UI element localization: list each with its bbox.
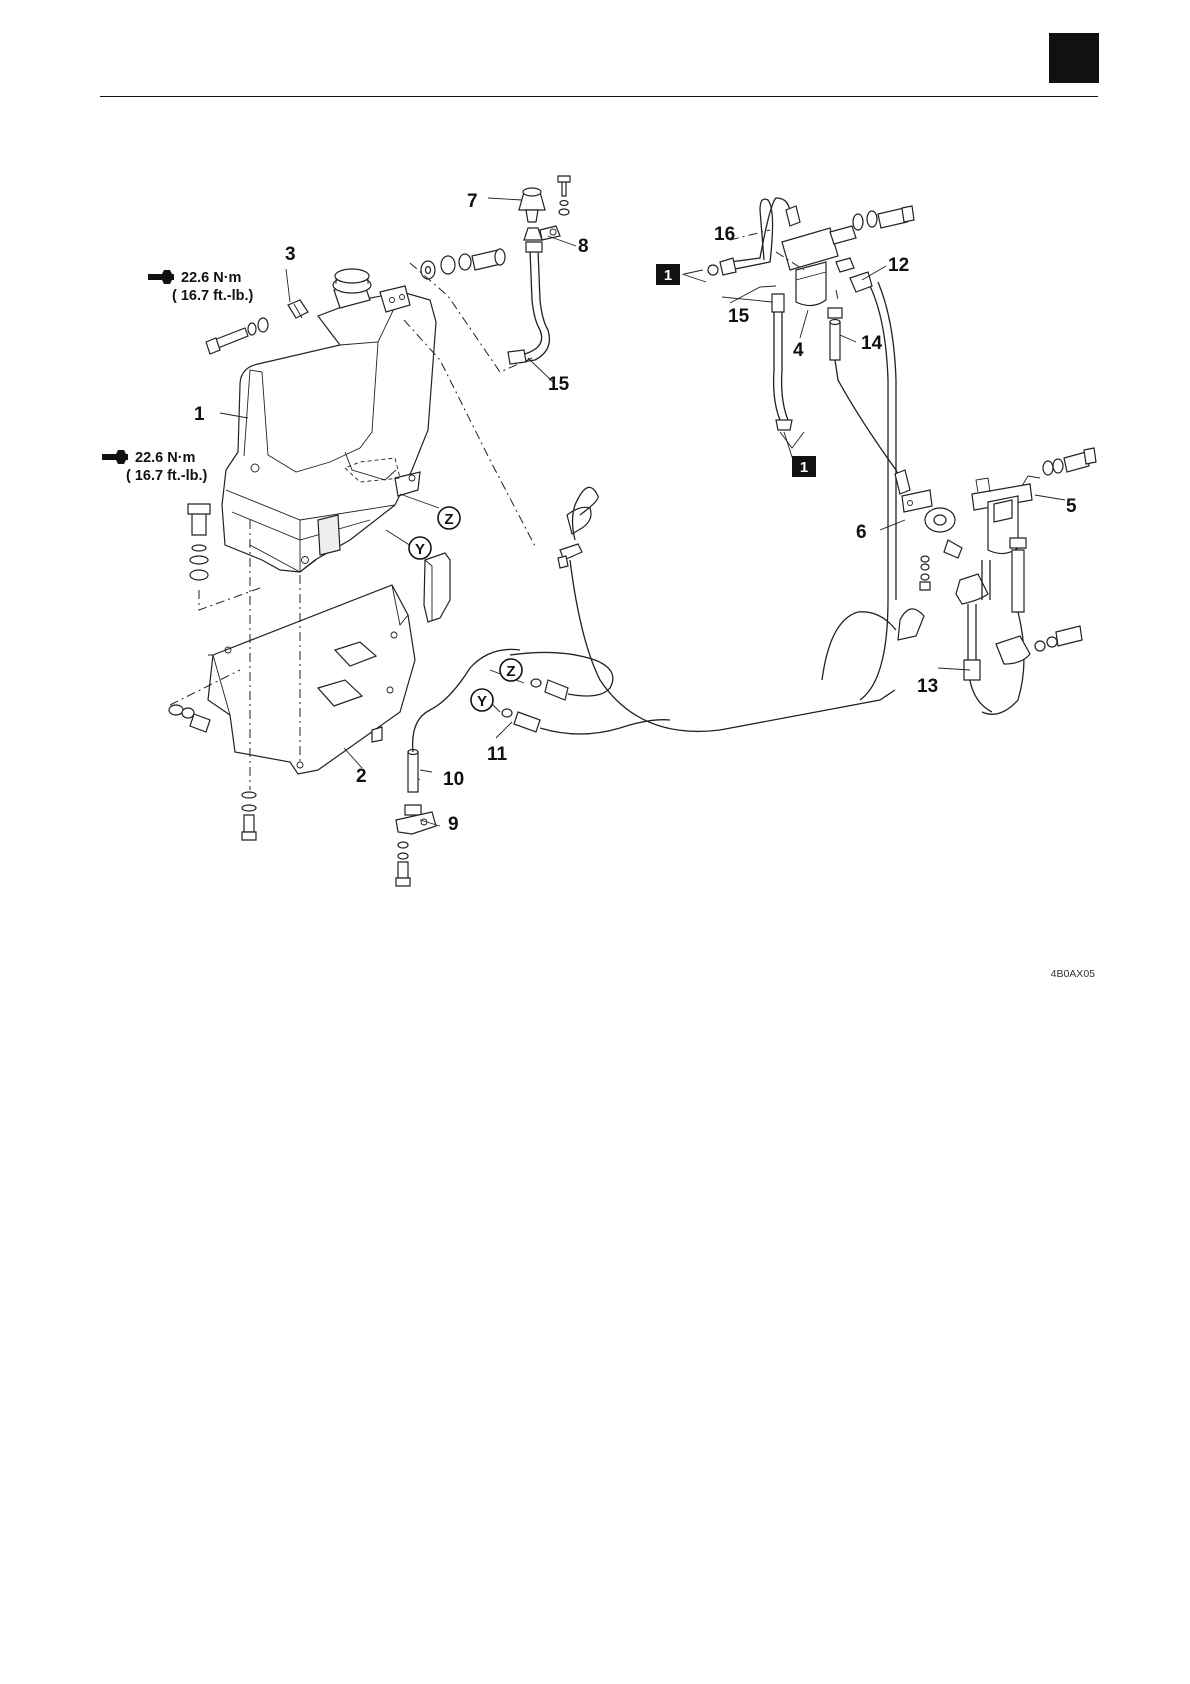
plate-bottom-bolt <box>242 792 256 840</box>
connector-z-lower <box>510 652 613 700</box>
torque-spec-lower: 22.6 N·m ( 16.7 ft.-lb.) <box>102 450 208 484</box>
callout-6: 6 <box>856 522 867 543</box>
callout-12: 12 <box>888 255 909 276</box>
fuel-tank <box>222 269 436 572</box>
svg-text:Z: Z <box>444 511 453 528</box>
svg-text:Z: Z <box>506 663 515 680</box>
hose-15-right <box>772 294 792 430</box>
wrench-icon <box>148 270 174 284</box>
tank-top-bolt-set <box>421 249 505 279</box>
tank-mounting-plate <box>208 585 415 774</box>
callout-8: 8 <box>578 236 589 257</box>
tank-bolt-stack <box>188 504 210 580</box>
callout-2: 2 <box>356 766 367 787</box>
fuel-filter-secondary <box>972 448 1096 554</box>
figure-code: 4B0AX05 <box>1051 968 1096 980</box>
callout-15-right: 15 <box>728 306 750 327</box>
callout-7: 7 <box>467 191 478 212</box>
marker-y-tank: Y <box>409 537 431 559</box>
callout-16: 16 <box>714 224 735 245</box>
callout-4: 4 <box>793 340 804 361</box>
bracket-bolt-set <box>206 300 308 354</box>
reference-boxes: 1 1 <box>656 264 816 477</box>
svg-text:1: 1 <box>664 267 672 284</box>
torque-imperial-lower: ( 16.7 ft.-lb.) <box>126 468 208 484</box>
marker-z-pipe: Z <box>500 659 522 681</box>
callout-11: 11 <box>487 744 508 765</box>
callout-9: 9 <box>448 814 459 835</box>
torque-metric-lower: 22.6 N·m <box>135 450 195 466</box>
svg-text:Y: Y <box>415 541 425 558</box>
connector-y-lower <box>502 709 670 734</box>
callout-15-left: 15 <box>548 374 570 395</box>
callout-5: 5 <box>1066 496 1077 517</box>
callout-13: 13 <box>917 676 938 697</box>
marker-y-pipe: Y <box>471 689 493 711</box>
hose-12 <box>836 258 896 700</box>
svg-text:Y: Y <box>477 693 487 710</box>
wrench-icon <box>102 450 128 464</box>
side-bracket <box>424 553 450 622</box>
vent-hose-left <box>508 242 549 364</box>
reference-box-upper: 1 <box>656 264 680 285</box>
marker-z-tank: Z <box>438 507 460 529</box>
torque-metric-upper: 22.6 N·m <box>181 270 241 286</box>
callout-3: 3 <box>285 244 296 265</box>
plate-bolt-set <box>169 705 210 732</box>
return-hose-tank <box>558 487 895 731</box>
hoses-13 <box>822 538 1082 714</box>
callout-10: 10 <box>443 769 464 790</box>
svg-text:1: 1 <box>800 459 808 476</box>
reference-box-lower: 1 <box>792 456 816 477</box>
fuel-pipe-lower <box>396 649 520 886</box>
torque-spec-upper: 22.6 N·m ( 16.7 ft.-lb.) <box>148 270 254 304</box>
torque-imperial-upper: ( 16.7 ft.-lb.) <box>172 288 254 304</box>
callout-14: 14 <box>861 333 883 354</box>
vent-valve-assembly <box>519 176 570 240</box>
callout-1: 1 <box>194 404 205 425</box>
fuel-pump-assembly <box>895 470 962 590</box>
